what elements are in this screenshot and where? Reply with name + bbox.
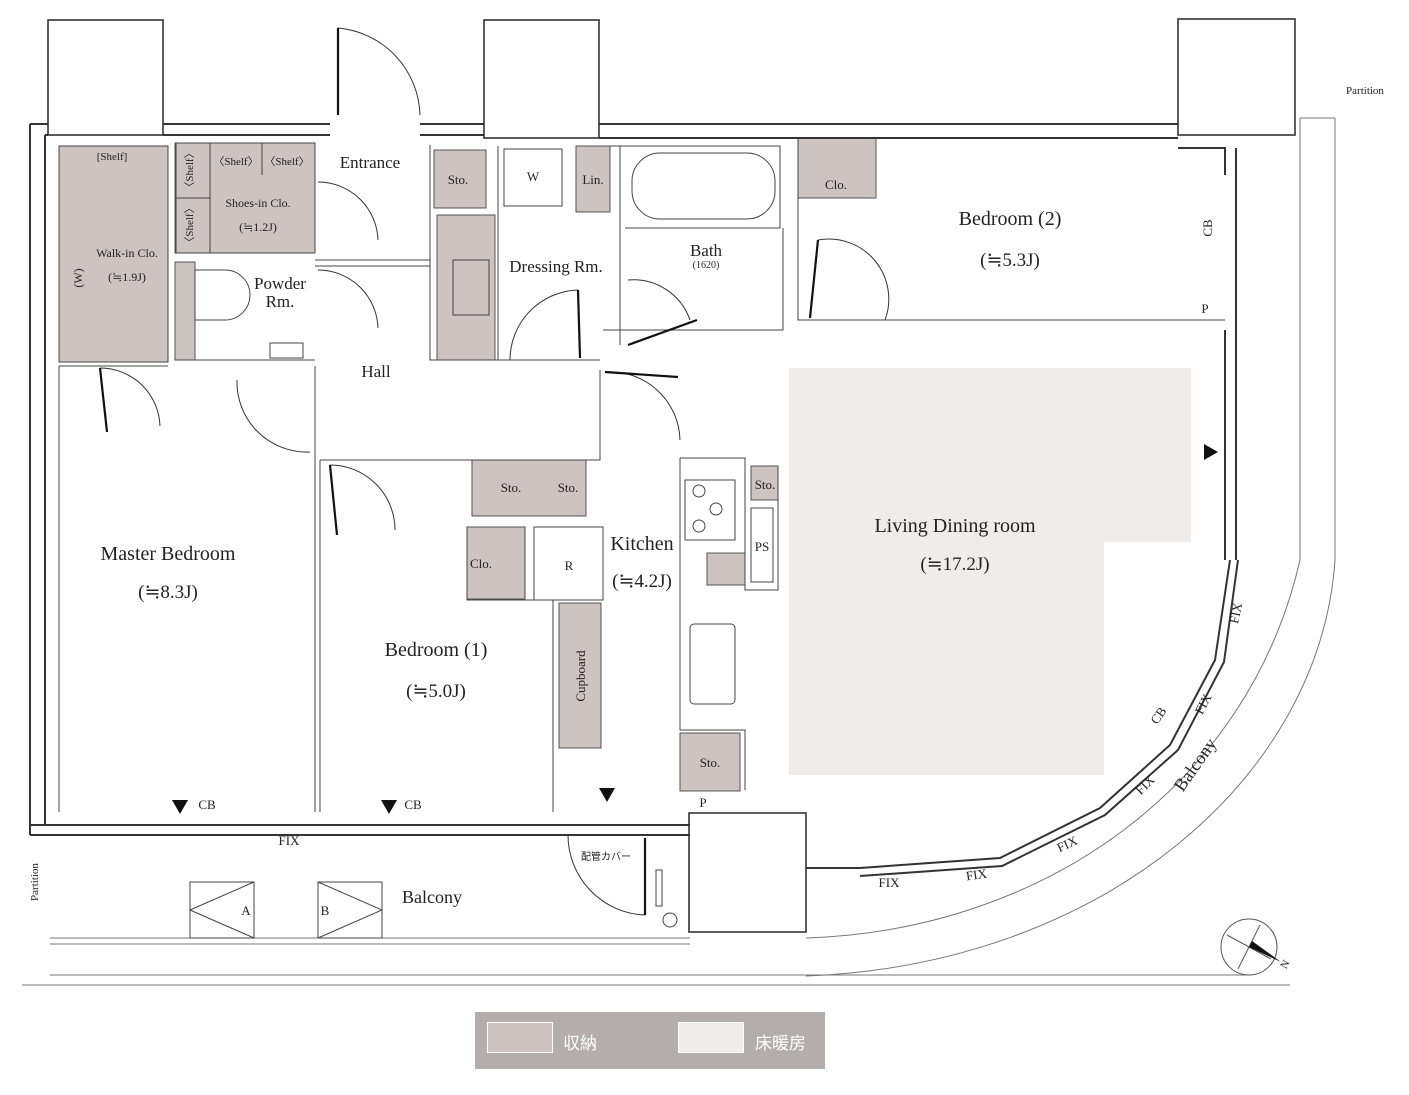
label-cb-master: CB	[198, 797, 216, 812]
walkin-area: (≒1.9J)	[108, 270, 146, 284]
doors	[98, 27, 890, 916]
legend-heating-label: 床暖房	[755, 1034, 806, 1054]
label-w: W	[527, 169, 540, 184]
master-bedroom-area: (≒8.3J)	[138, 582, 198, 603]
label-fix-6: FIX	[1226, 601, 1245, 625]
bath-size: (1620)	[693, 260, 720, 271]
label-ps: PS	[755, 539, 769, 554]
floor-heating-zone	[789, 368, 1191, 775]
label-clo-bedroom1: Clo.	[470, 556, 492, 571]
living-area: (≒17.2J)	[920, 554, 989, 575]
label-shelf-c: 〈Shelf〉	[183, 147, 196, 192]
label-fix-5: FIX	[1191, 691, 1214, 717]
walkin-w: (W)	[71, 268, 85, 287]
label-cb-bedroom2: CB	[1200, 219, 1215, 237]
legend-heating-swatch	[678, 1022, 744, 1053]
label-sto-hall-2: Sto.	[558, 480, 579, 495]
powder-line2: Rm.	[266, 292, 295, 311]
legend-storage-label: 収納	[563, 1034, 597, 1054]
legend-storage-swatch	[487, 1022, 553, 1053]
shoes-area: (≒1.2J)	[239, 220, 277, 234]
living-name: Living Dining room	[874, 515, 1036, 537]
label-cb-curve: CB	[1147, 704, 1169, 727]
label-fix-2: FIX	[965, 866, 988, 884]
window-markers	[172, 444, 1218, 814]
label-p-kitchen: P	[699, 795, 706, 810]
shoes-name: Shoes-in Clo.	[225, 196, 290, 210]
kitchen-name: Kitchen	[610, 533, 673, 555]
label-lin: Lin.	[582, 172, 603, 187]
bedroom2-area: (≒5.3J)	[980, 250, 1040, 271]
structural-columns	[47, 18, 1296, 933]
floor-plan: Master Bedroom (≒8.3J) Bedroom (1) (≒5.0…	[22, 18, 1384, 986]
entrance-name: Entrance	[340, 153, 400, 172]
bedroom1-area: (≒5.0J)	[406, 681, 466, 702]
label-balcony-south: Balcony	[402, 887, 462, 907]
bedroom1-name: Bedroom (1)	[385, 639, 488, 661]
bedroom2-name: Bedroom (2)	[959, 208, 1062, 230]
label-balcony-curve: Balcony	[1170, 734, 1221, 795]
label-cupboard: Cupboard	[573, 650, 588, 702]
bath-name: Bath	[690, 241, 723, 260]
label-sto-entrance: Sto.	[448, 172, 469, 187]
room-labels: Master Bedroom (≒8.3J) Bedroom (1) (≒5.0…	[71, 153, 1061, 702]
label-fix-south: FIX	[279, 833, 301, 848]
master-bedroom-name: Master Bedroom	[101, 543, 236, 565]
dressing-name: Dressing Rm.	[509, 257, 603, 276]
label-r: R	[565, 558, 574, 573]
label-shelf-d: 〈Shelf〉	[183, 202, 196, 247]
label-shelf-a: 〈Shelf〉	[213, 155, 258, 168]
label-cb-bedroom1: CB	[404, 797, 422, 812]
compass-north-label: N	[1278, 958, 1292, 971]
label-fix-1: FIX	[879, 875, 901, 890]
label-sto-hall-1: Sto.	[501, 480, 522, 495]
powder-line1: Powder	[254, 274, 306, 293]
label-b: B	[321, 903, 330, 918]
label-partition-left: Partition	[29, 863, 41, 901]
fixtures	[189, 148, 776, 939]
compass-icon: N	[1220, 918, 1293, 976]
label-shelf-b: 〈Shelf〉	[264, 155, 309, 168]
label-partition-top: Partition	[1346, 85, 1384, 97]
label-fix-3: FIX	[1054, 832, 1080, 855]
label-p-bedroom2: P	[1201, 301, 1208, 316]
label-clo-bedroom2: Clo.	[825, 177, 847, 192]
legend: 収納 床暖房	[475, 1012, 825, 1069]
label-sto-kitchen-2: Sto.	[700, 755, 721, 770]
storage-areas	[58, 137, 877, 792]
walls	[29, 123, 1239, 877]
label-pipe-cover: 配管カバー	[581, 850, 631, 863]
label-a: A	[241, 903, 251, 918]
hall-name: Hall	[361, 362, 391, 381]
walkin-name: Walk-in Clo.	[96, 246, 158, 260]
label-shelf: [Shelf]	[97, 151, 128, 163]
label-sto-kitchen: Sto.	[755, 477, 776, 492]
kitchen-area: (≒4.2J)	[612, 571, 672, 592]
